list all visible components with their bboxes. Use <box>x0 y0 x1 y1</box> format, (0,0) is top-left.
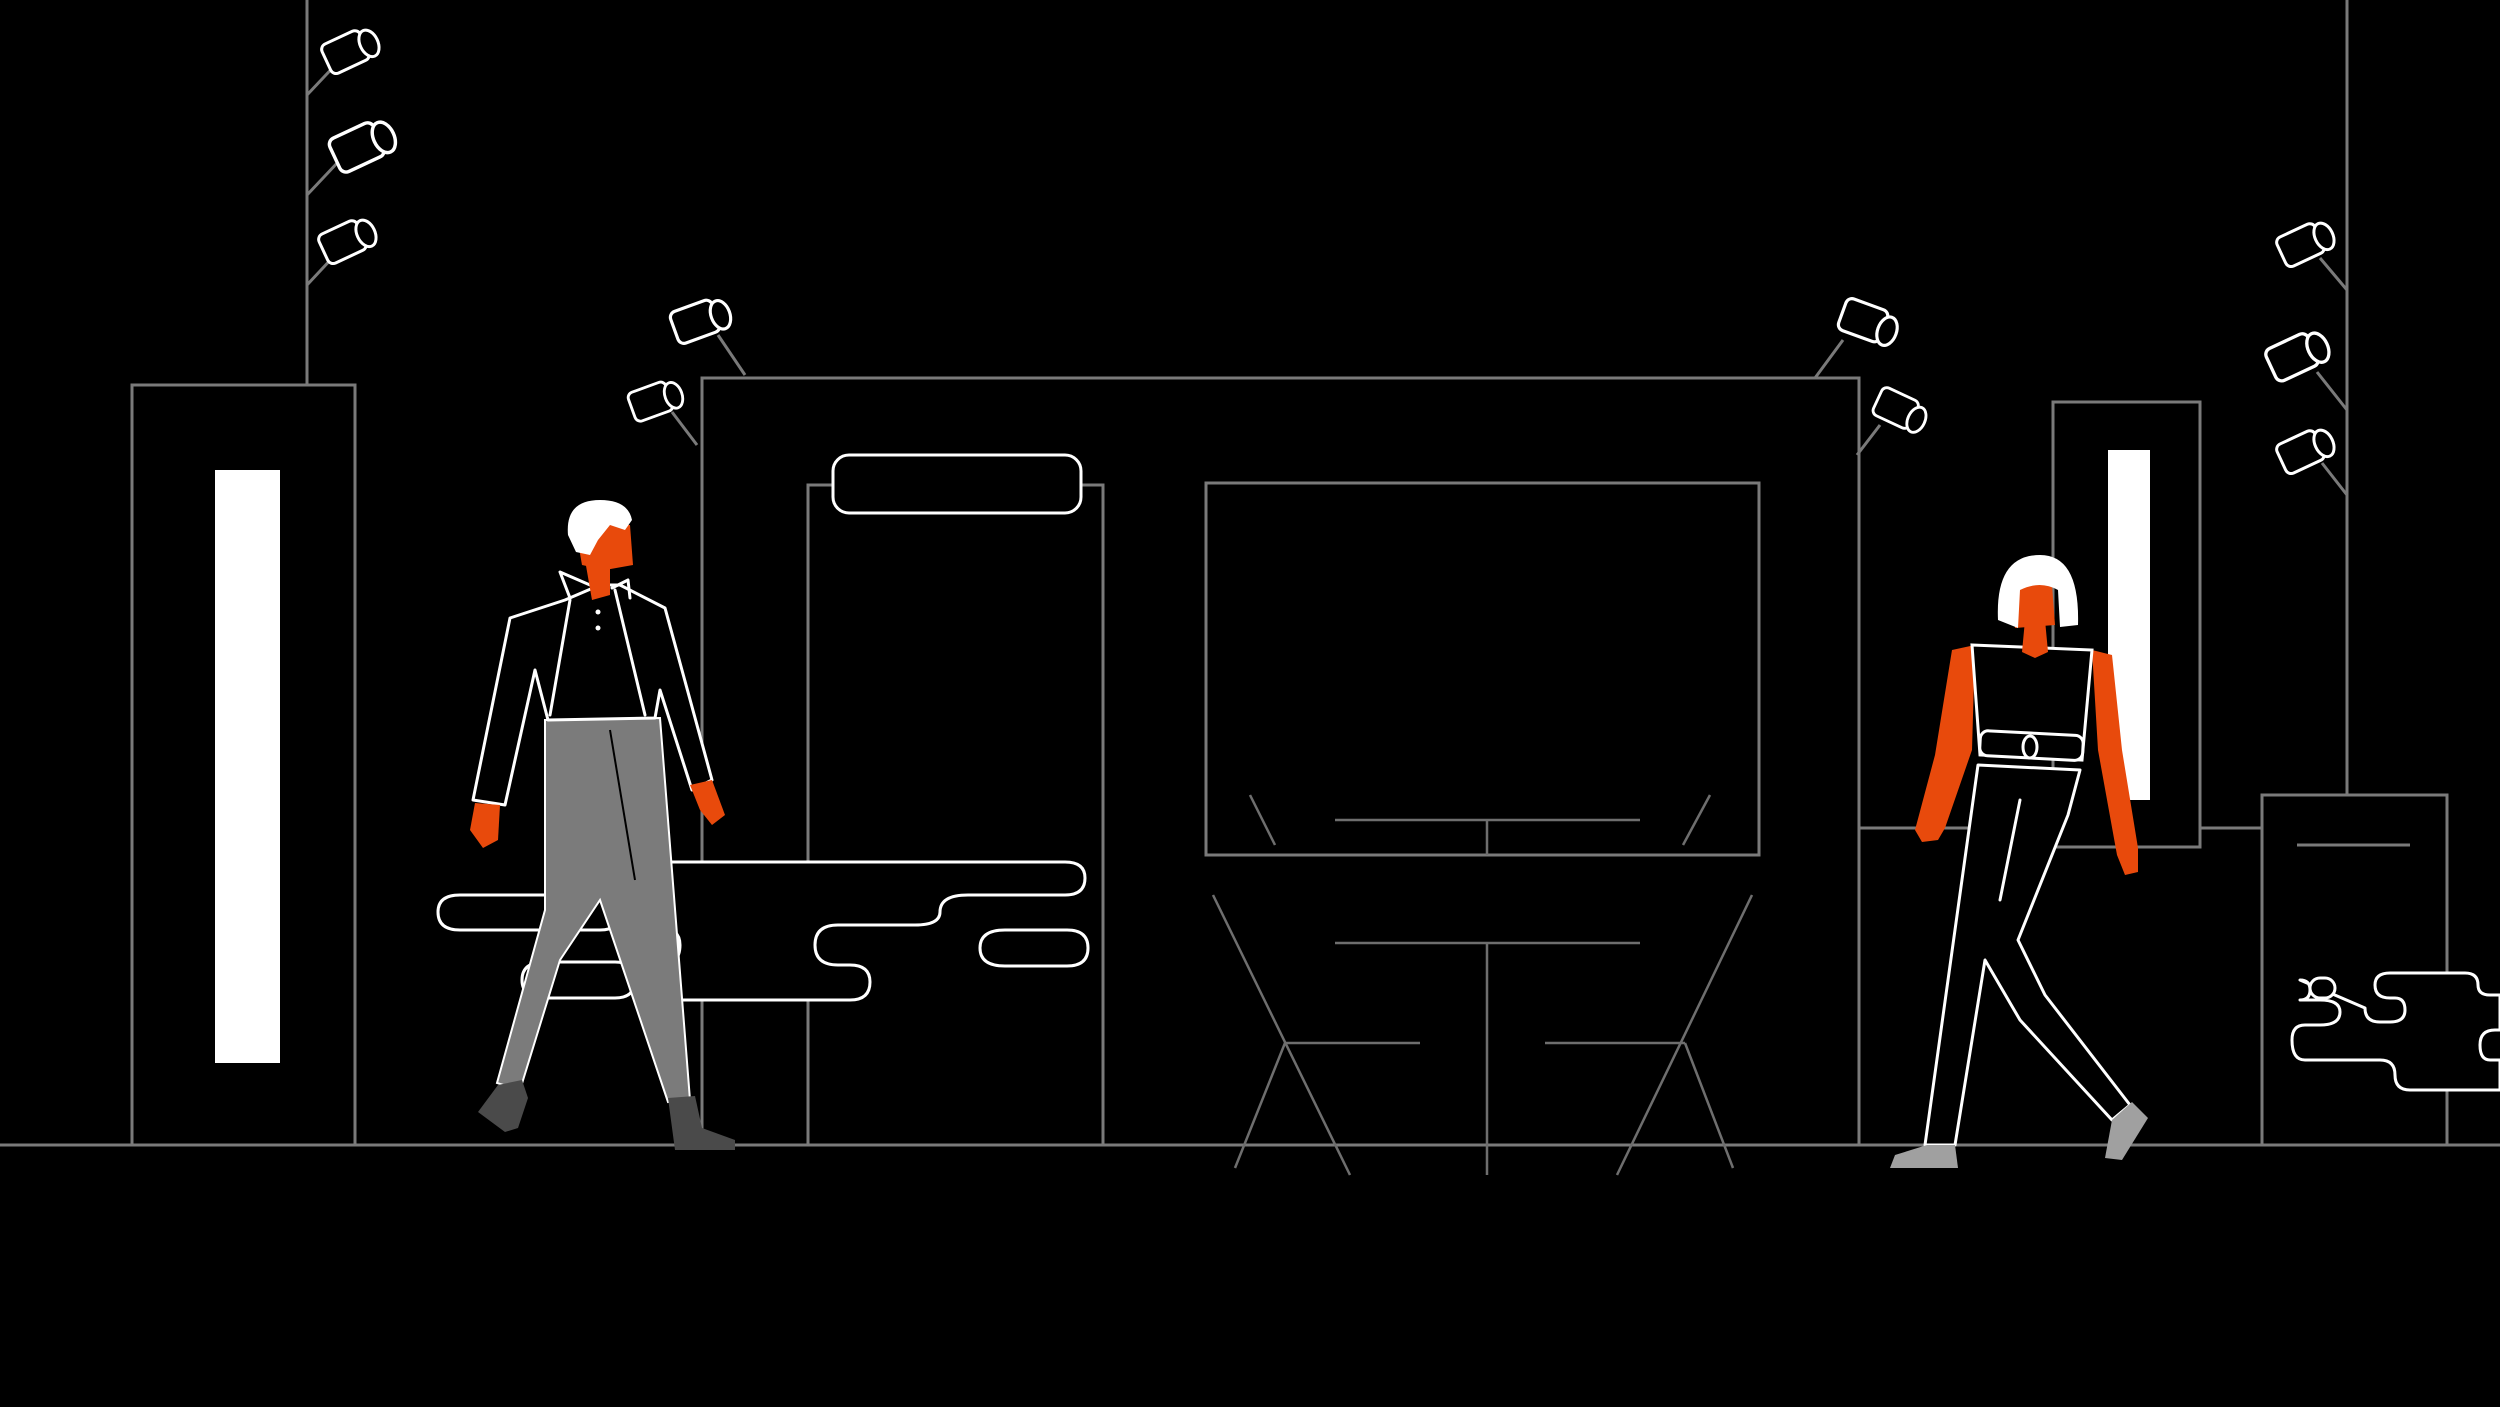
chair-icon <box>1211 894 1420 1176</box>
spotlight-icon <box>2261 323 2349 411</box>
table-icon <box>1335 941 1640 1175</box>
door-sign <box>831 453 1083 515</box>
chair-icon <box>1545 894 1754 1176</box>
counter <box>2260 793 2449 1147</box>
booth-door <box>806 483 1105 1147</box>
exhibition-booth <box>700 376 1861 1147</box>
right-truss <box>2261 0 2349 795</box>
shoe <box>2105 1102 2148 1160</box>
spotlight-icon <box>1813 295 1904 379</box>
light-panel-icon <box>130 383 357 1147</box>
shoe <box>668 1096 735 1150</box>
cloud-icon <box>2290 971 2500 1092</box>
hair <box>567 500 632 555</box>
hand <box>690 780 725 825</box>
trousers <box>495 716 692 1104</box>
hair <box>1997 555 2079 628</box>
spotlight-icon <box>1855 384 1933 456</box>
arm <box>2092 650 2138 875</box>
arm <box>1915 645 1975 842</box>
man-figure <box>470 500 735 1150</box>
spotlight-icon <box>305 112 402 197</box>
spotlight-icon <box>305 21 385 97</box>
booth-window <box>1204 481 1761 857</box>
woman-figure <box>1890 555 2148 1168</box>
shoe <box>478 1080 528 1132</box>
spotlight-icon <box>625 374 699 446</box>
left-truss <box>305 0 402 385</box>
spotlight-icon <box>305 211 382 287</box>
hand <box>470 803 500 848</box>
spotlight-icon <box>2273 421 2349 496</box>
face <box>2012 585 2055 628</box>
shoe <box>1890 1145 1958 1168</box>
spotlight-icon <box>2273 214 2349 291</box>
spotlight-icon <box>667 292 747 376</box>
trousers <box>1923 763 2132 1147</box>
